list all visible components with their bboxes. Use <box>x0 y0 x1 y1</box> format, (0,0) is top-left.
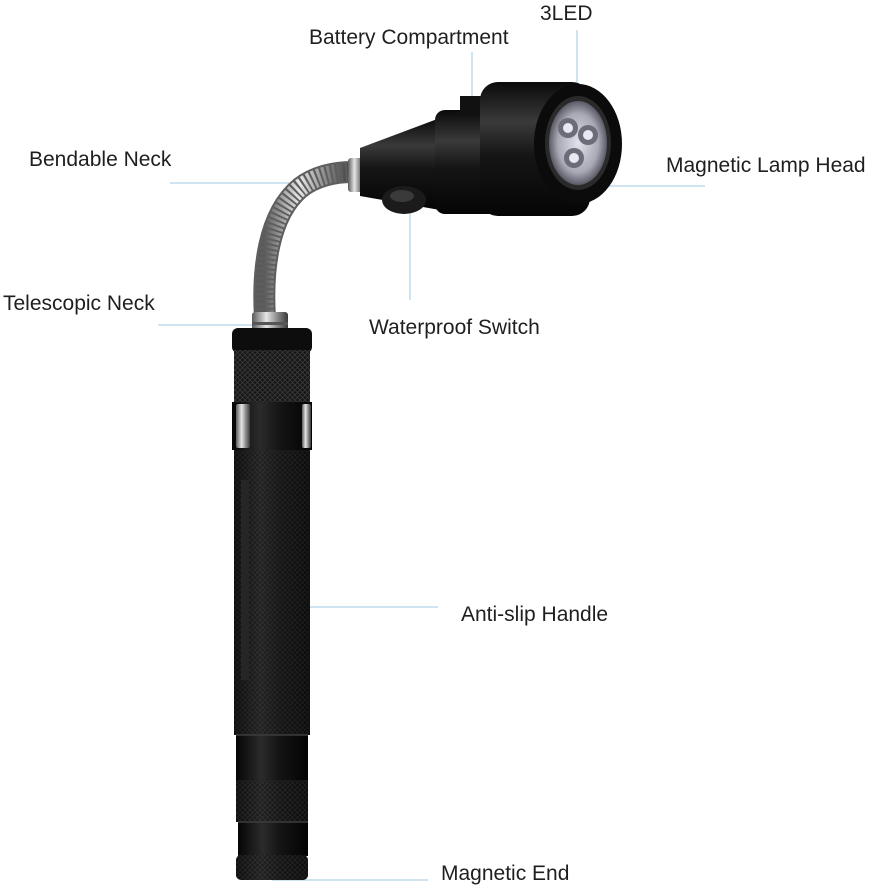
magnetic-lamp-head <box>480 82 622 216</box>
anti-slip-handle <box>232 328 312 856</box>
label-battery-compartment: Battery Compartment <box>309 26 509 49</box>
magnetic-end <box>236 855 308 880</box>
label-magnetic-end: Magnetic End <box>441 862 570 885</box>
label-bendable-neck: Bendable Neck <box>29 148 172 171</box>
label-anti-slip-handle: Anti-slip Handle <box>461 603 609 626</box>
label-3led: 3LED <box>540 2 593 25</box>
waterproof-switch <box>382 186 426 214</box>
led-cluster <box>558 118 598 168</box>
bendable-neck <box>253 161 353 319</box>
label-magnetic-lamp-head: Magnetic Lamp Head <box>666 154 866 177</box>
label-telescopic-neck: Telescopic Neck <box>3 292 155 315</box>
label-waterproof-switch: Waterproof Switch <box>369 316 540 339</box>
